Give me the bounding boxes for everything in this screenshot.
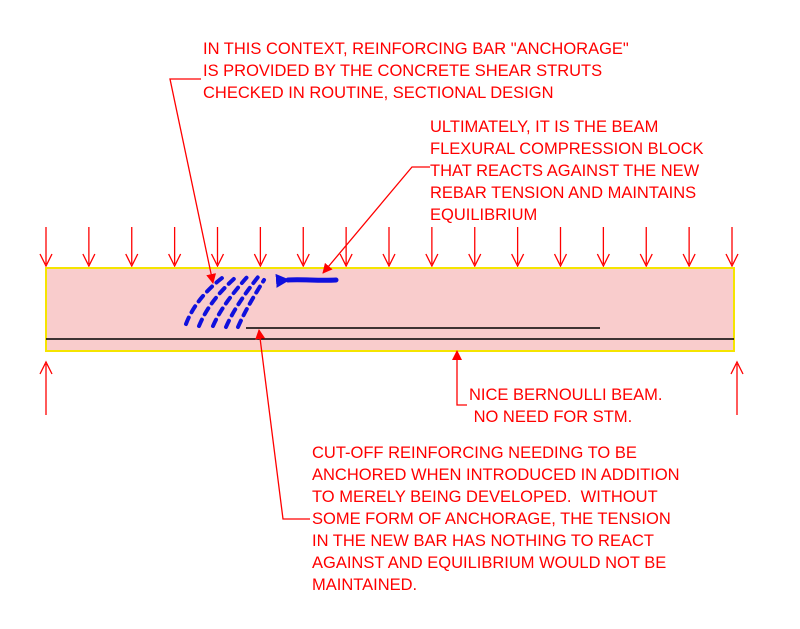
- down-arrow-icon: [82, 227, 96, 268]
- compression-leader: [322, 166, 430, 274]
- anchorage-annotation: IN THIS CONTEXT, REINFORCING BAR "ANCHOR…: [203, 40, 629, 102]
- down-arrow-icon: [725, 227, 739, 268]
- down-arrow-icon: [296, 227, 310, 268]
- down-arrow-icon: [253, 227, 267, 268]
- beam-body: [45, 267, 735, 352]
- cutoff-leader: [255, 329, 310, 520]
- leader-lines: [169, 78, 467, 520]
- up-arrow-icon: [730, 360, 744, 415]
- cutoff-annotation: CUT-OFF REINFORCING NEEDING TO BE ANCHOR…: [312, 444, 680, 594]
- up-arrow-icon: [39, 360, 53, 415]
- down-arrow-icon: [639, 227, 653, 268]
- down-arrow-icon: [339, 227, 353, 268]
- down-arrow-icon: [382, 227, 396, 268]
- down-arrow-icon: [125, 227, 139, 268]
- distributed-load-arrows: [39, 227, 739, 268]
- down-arrow-icon: [511, 227, 525, 268]
- shear-strut: [197, 275, 238, 328]
- support-arrows: [39, 360, 744, 415]
- down-arrow-icon: [425, 227, 439, 268]
- down-arrow-icon: [553, 227, 568, 268]
- down-arrow-icon: [39, 227, 53, 268]
- shear-strut: [224, 275, 260, 329]
- compression-annotation: ULTIMATELY, IT IS THE BEAM FLEXURAL COMP…: [430, 118, 704, 224]
- down-arrow-icon: [210, 227, 225, 268]
- down-arrow-icon: [682, 227, 696, 268]
- shear-strut: [211, 274, 250, 328]
- shear-struts: [184, 274, 266, 329]
- shear-strut: [184, 276, 224, 326]
- shear-strut: [236, 278, 266, 329]
- compression-force-arrow: [275, 273, 339, 288]
- down-arrow-icon: [168, 227, 182, 268]
- bernoulli-leader: [452, 350, 467, 406]
- down-arrow-icon: [596, 227, 610, 268]
- anchorage-leader: [169, 78, 217, 284]
- bernoulli-annotation: NICE BERNOULLI BEAM. NO NEED FOR STM.: [469, 386, 663, 426]
- down-arrow-icon: [468, 227, 482, 268]
